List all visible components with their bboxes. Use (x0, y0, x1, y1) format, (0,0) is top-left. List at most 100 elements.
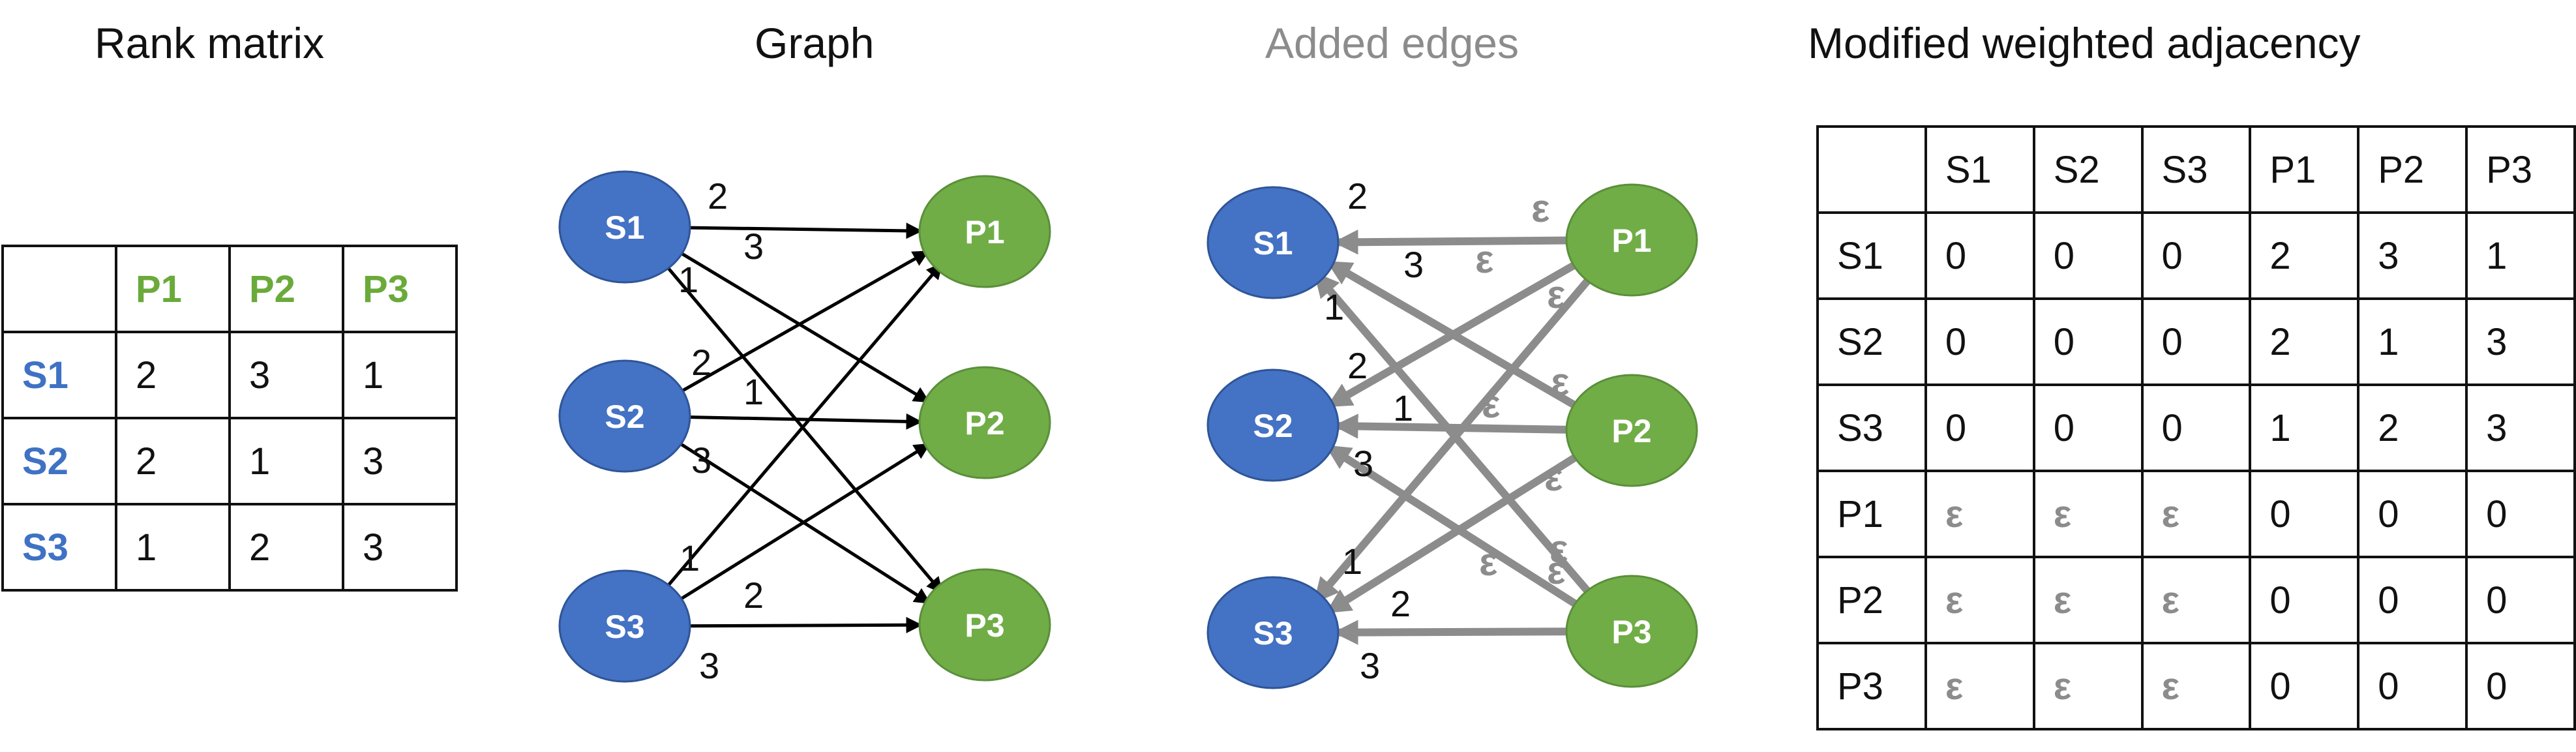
epsilon-label: ε (1544, 455, 1563, 499)
table-row: S3 0 0 0 1 2 3 (1816, 384, 2576, 472)
epsilon-label: ε (1547, 273, 1565, 316)
edge-weight-label: 2 (1347, 345, 1368, 386)
mod-cell: ε (1924, 556, 2035, 644)
graph-edge (683, 413, 923, 430)
rank-row-header: S1 (1, 331, 117, 419)
table-row: P3 ε ε ε 0 0 0 (1816, 642, 2576, 730)
edge-weight-label: 1 (678, 259, 698, 300)
mod-cell: 2 (2249, 297, 2360, 386)
added-edge (1326, 256, 1587, 410)
rank-cell: 2 (115, 417, 231, 505)
mod-cell: ε (2032, 470, 2144, 558)
mod-cell: 0 (2465, 556, 2576, 644)
added-edge (1333, 414, 1579, 439)
added-edge (1325, 447, 1587, 616)
rank-cell: 3 (342, 417, 458, 505)
edge-weight-label: 3 (743, 226, 764, 267)
added-node-s2 (1206, 368, 1340, 482)
mod-cell: 0 (2357, 470, 2468, 558)
added-edge (1333, 620, 1579, 645)
mod-cell: ε (1924, 642, 2035, 730)
rank-row-header: S3 (1, 503, 117, 592)
mod-cell: 0 (2140, 211, 2252, 300)
added-node-label: S1 (1253, 225, 1293, 262)
epsilon-label: ε (1479, 540, 1497, 584)
mod-cell: ε (2032, 642, 2144, 730)
mod-row-header: S1 (1816, 211, 1927, 300)
mod-col-header: S3 (2140, 125, 2252, 214)
mod-cell: 0 (2032, 384, 2144, 472)
mod-cell: 0 (2032, 297, 2144, 386)
added-edges (1312, 230, 1599, 645)
edge-weight-label: 2 (1347, 175, 1368, 217)
mod-cell: ε (2140, 470, 2252, 558)
rank-cell: 1 (115, 503, 231, 592)
mod-row-header: S2 (1816, 297, 1927, 386)
rank-cell: 2 (228, 503, 344, 592)
table-row: P2 ε ε ε 0 0 0 (1816, 556, 2576, 644)
graph-node-s3 (558, 569, 691, 683)
mod-cell: 0 (2249, 642, 2360, 730)
mod-row-header: P3 (1816, 642, 1927, 730)
mod-cell: ε (2140, 556, 2252, 644)
added-edge (1333, 230, 1579, 255)
table-row: S2 0 0 0 2 1 3 (1816, 297, 2576, 386)
mod-cell: 0 (2249, 556, 2360, 644)
mod-cell: 0 (2357, 642, 2468, 730)
epsilon-label: ε (1550, 527, 1568, 571)
graph-node-label: P1 (965, 214, 1004, 250)
mod-col-header: S2 (2032, 125, 2144, 214)
mod-corner-cell (1816, 125, 1927, 214)
rank-matrix-title: Rank matrix (95, 19, 325, 67)
modified-adjacency-title: Modified weighted adjacency (1808, 19, 2361, 67)
added-edges-title: Added edges (1265, 19, 1520, 67)
mod-cell: 0 (1924, 211, 2035, 300)
graph-edge (675, 442, 931, 604)
mod-cell: 1 (2357, 297, 2468, 386)
edge-weight-label: 2 (743, 575, 764, 616)
added-edge (1312, 269, 1599, 604)
edge-weight-label: 2 (1390, 583, 1411, 624)
epsilon-label: ε (1531, 187, 1550, 230)
table-row: P1 ε ε ε 0 0 0 (1816, 470, 2576, 558)
graph-title: Graph (755, 19, 875, 67)
added-node-s3 (1206, 576, 1340, 689)
mod-cell: 1 (2249, 384, 2360, 472)
mod-col-header: S1 (1924, 125, 2035, 214)
added-node-p3 (1565, 575, 1698, 688)
rank-header-row: P1 P2 P3 (1, 245, 458, 333)
added-node-p1 (1565, 183, 1698, 297)
mod-cell: 2 (2357, 384, 2468, 472)
graph-node-s2 (558, 359, 691, 473)
epsilon-label: ε (1475, 237, 1493, 281)
rank-cell: 3 (342, 503, 458, 592)
mod-cell: 2 (2249, 211, 2360, 300)
edge-weight-label: 2 (708, 175, 728, 217)
mod-row-header: P2 (1816, 556, 1927, 644)
mod-cell: 0 (2249, 470, 2360, 558)
epsilon-label: ε (1551, 360, 1569, 404)
edge-weight-label: 3 (1403, 244, 1424, 285)
mod-cell: 0 (2465, 642, 2576, 730)
edge-weight-label: 1 (1393, 387, 1413, 429)
mod-row-header: S3 (1816, 384, 1927, 472)
added-node-label: S2 (1253, 408, 1293, 444)
mod-col-header: P1 (2249, 125, 2360, 214)
mod-cell: 0 (2465, 470, 2576, 558)
graph-node-label: S1 (605, 209, 644, 246)
rank-cell: 3 (228, 331, 344, 419)
graph-node-label: P2 (965, 405, 1004, 442)
mod-col-header: P2 (2357, 125, 2468, 214)
mod-cell: ε (1924, 470, 2035, 558)
added-node-label: P2 (1611, 413, 1651, 449)
edge-weight-label: 1 (680, 537, 700, 579)
graph-node-label: P3 (965, 607, 1004, 644)
added-node-label: S3 (1253, 615, 1293, 652)
mod-cell: ε (2140, 642, 2252, 730)
mod-cell: 0 (1924, 297, 2035, 386)
edge-weight-label: 2 (691, 342, 711, 383)
added-node-label: P1 (1611, 222, 1651, 259)
mod-cell: 0 (1924, 384, 2035, 472)
mod-col-header: P3 (2465, 125, 2576, 214)
